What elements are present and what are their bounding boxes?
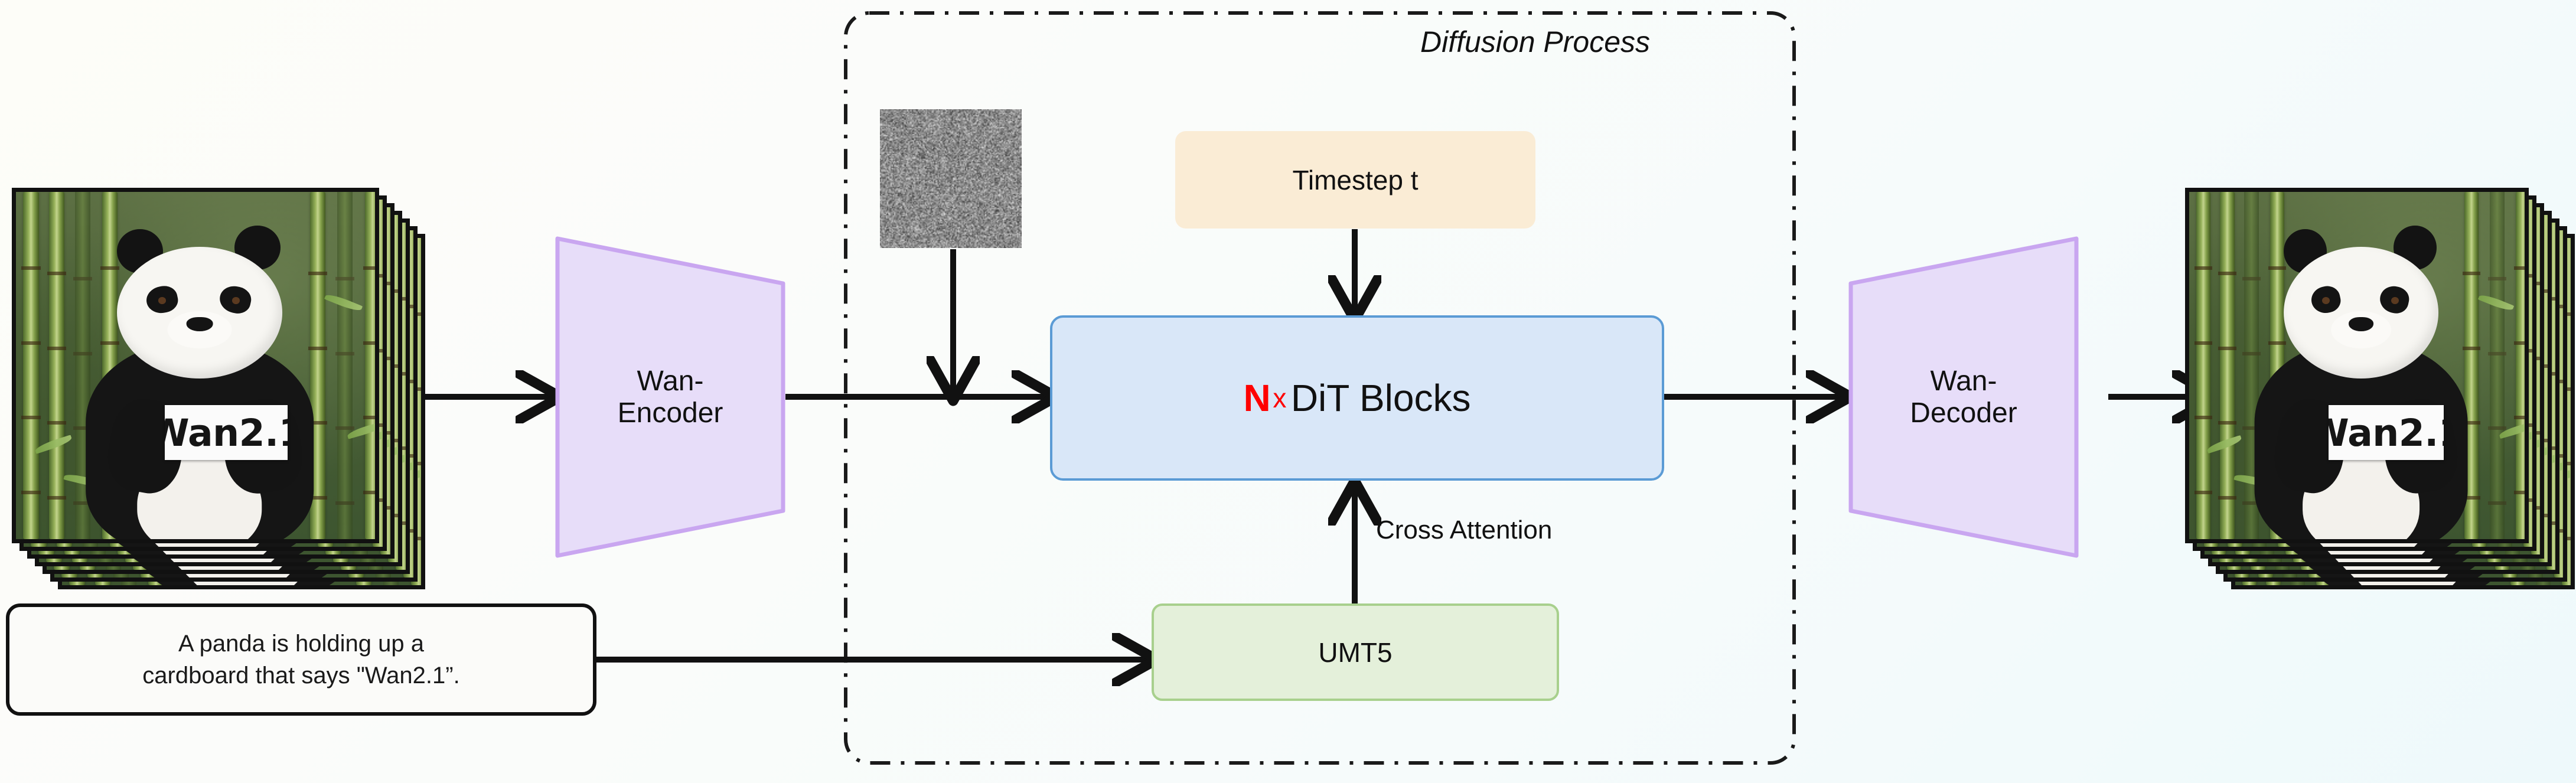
wan-encoder-block[interactable]: Wan- Encoder: [555, 236, 785, 558]
frame-image: Wan2.1: [2189, 192, 2525, 539]
panda-pupil-right: [2391, 297, 2399, 304]
panda-pupil-left: [158, 297, 167, 304]
encoder-label-line2: Encoder: [618, 397, 723, 429]
cardboard-sign-text: Wan2.1: [165, 411, 288, 455]
decoder-label-line2: Decoder: [1910, 397, 2017, 429]
video-frame-front: Wan2.1: [2185, 188, 2529, 543]
frame-image: Wan2.1: [16, 192, 375, 539]
encoder-label: Wan- Encoder: [555, 236, 785, 558]
cross-attention-label: Cross Attention: [1376, 516, 1552, 545]
panda-nose: [187, 317, 213, 331]
encoder-label-line1: Wan-: [637, 366, 704, 397]
gaussian-noise-patch: [880, 109, 1022, 248]
panda-scene: Wan2.1: [16, 192, 375, 539]
umt5-text-encoder-block[interactable]: UMT5: [1152, 603, 1559, 701]
wan-decoder-block[interactable]: Wan- Decoder: [1848, 236, 2079, 558]
timestep-block[interactable]: Timestep t: [1175, 131, 1535, 229]
diffusion-process-title: Diffusion Process: [1420, 25, 1650, 59]
decoder-label: Wan- Decoder: [1848, 236, 2079, 558]
input-video-frames[interactable]: Wan2.1Wan2.1Wan2.1Wan2.1Wan2.1Wan2.1Wan2…: [12, 188, 425, 589]
cardboard-sign-text: Wan2.1: [2329, 411, 2444, 455]
umt5-label: UMT5: [1318, 637, 1392, 668]
timestep-label: Timestep t: [1292, 164, 1418, 196]
dit-count-symbol: N: [1244, 376, 1271, 420]
video-frame-front: Wan2.1: [12, 188, 379, 543]
dit-multiply-symbol: x: [1273, 382, 1286, 414]
decoder-label-line1: Wan-: [1931, 366, 1997, 397]
cardboard-sign: Wan2.1: [165, 405, 288, 460]
panda-subject: Wan2.1: [2189, 192, 2525, 539]
panda-pupil-right: [232, 297, 240, 304]
panda-subject: Wan2.1: [16, 192, 375, 539]
dit-blocks-label: DiT Blocks: [1291, 376, 1471, 420]
panda-scene: Wan2.1: [2189, 192, 2525, 539]
cardboard-sign: Wan2.1: [2329, 405, 2444, 460]
panda-nose: [2349, 317, 2373, 331]
prompt-line-1: A panda is holding up a: [178, 628, 424, 660]
prompt-line-2: cardboard that says "Wan2.1”.: [142, 660, 459, 691]
prompt-textbox[interactable]: A panda is holding up a cardboard that s…: [6, 603, 596, 716]
panda-pupil-left: [2322, 297, 2330, 304]
output-video-frames[interactable]: Wan2.1Wan2.1Wan2.1Wan2.1Wan2.1Wan2.1Wan2…: [2185, 188, 2575, 589]
dit-blocks-block[interactable]: N x DiT Blocks: [1050, 315, 1664, 481]
